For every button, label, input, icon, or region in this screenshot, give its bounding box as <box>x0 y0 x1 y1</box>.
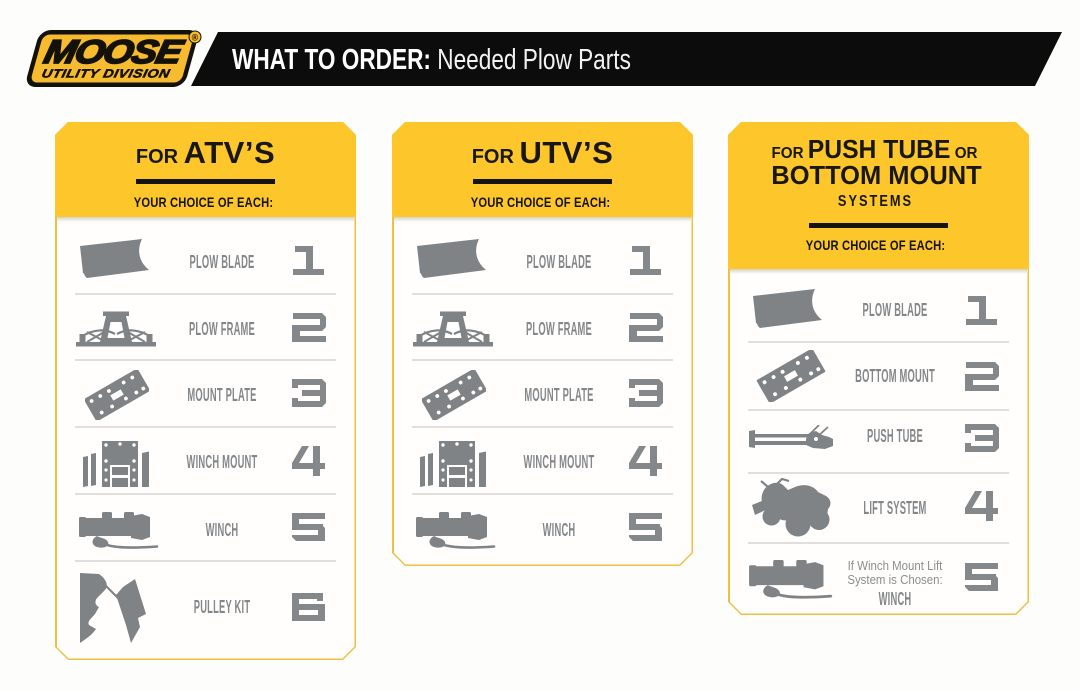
svg-text:UTILITY DIVISION: UTILITY DIVISION <box>40 67 171 81</box>
svg-text:®: ® <box>192 33 199 43</box>
svg-text:MOOSE: MOOSE <box>41 34 189 71</box>
